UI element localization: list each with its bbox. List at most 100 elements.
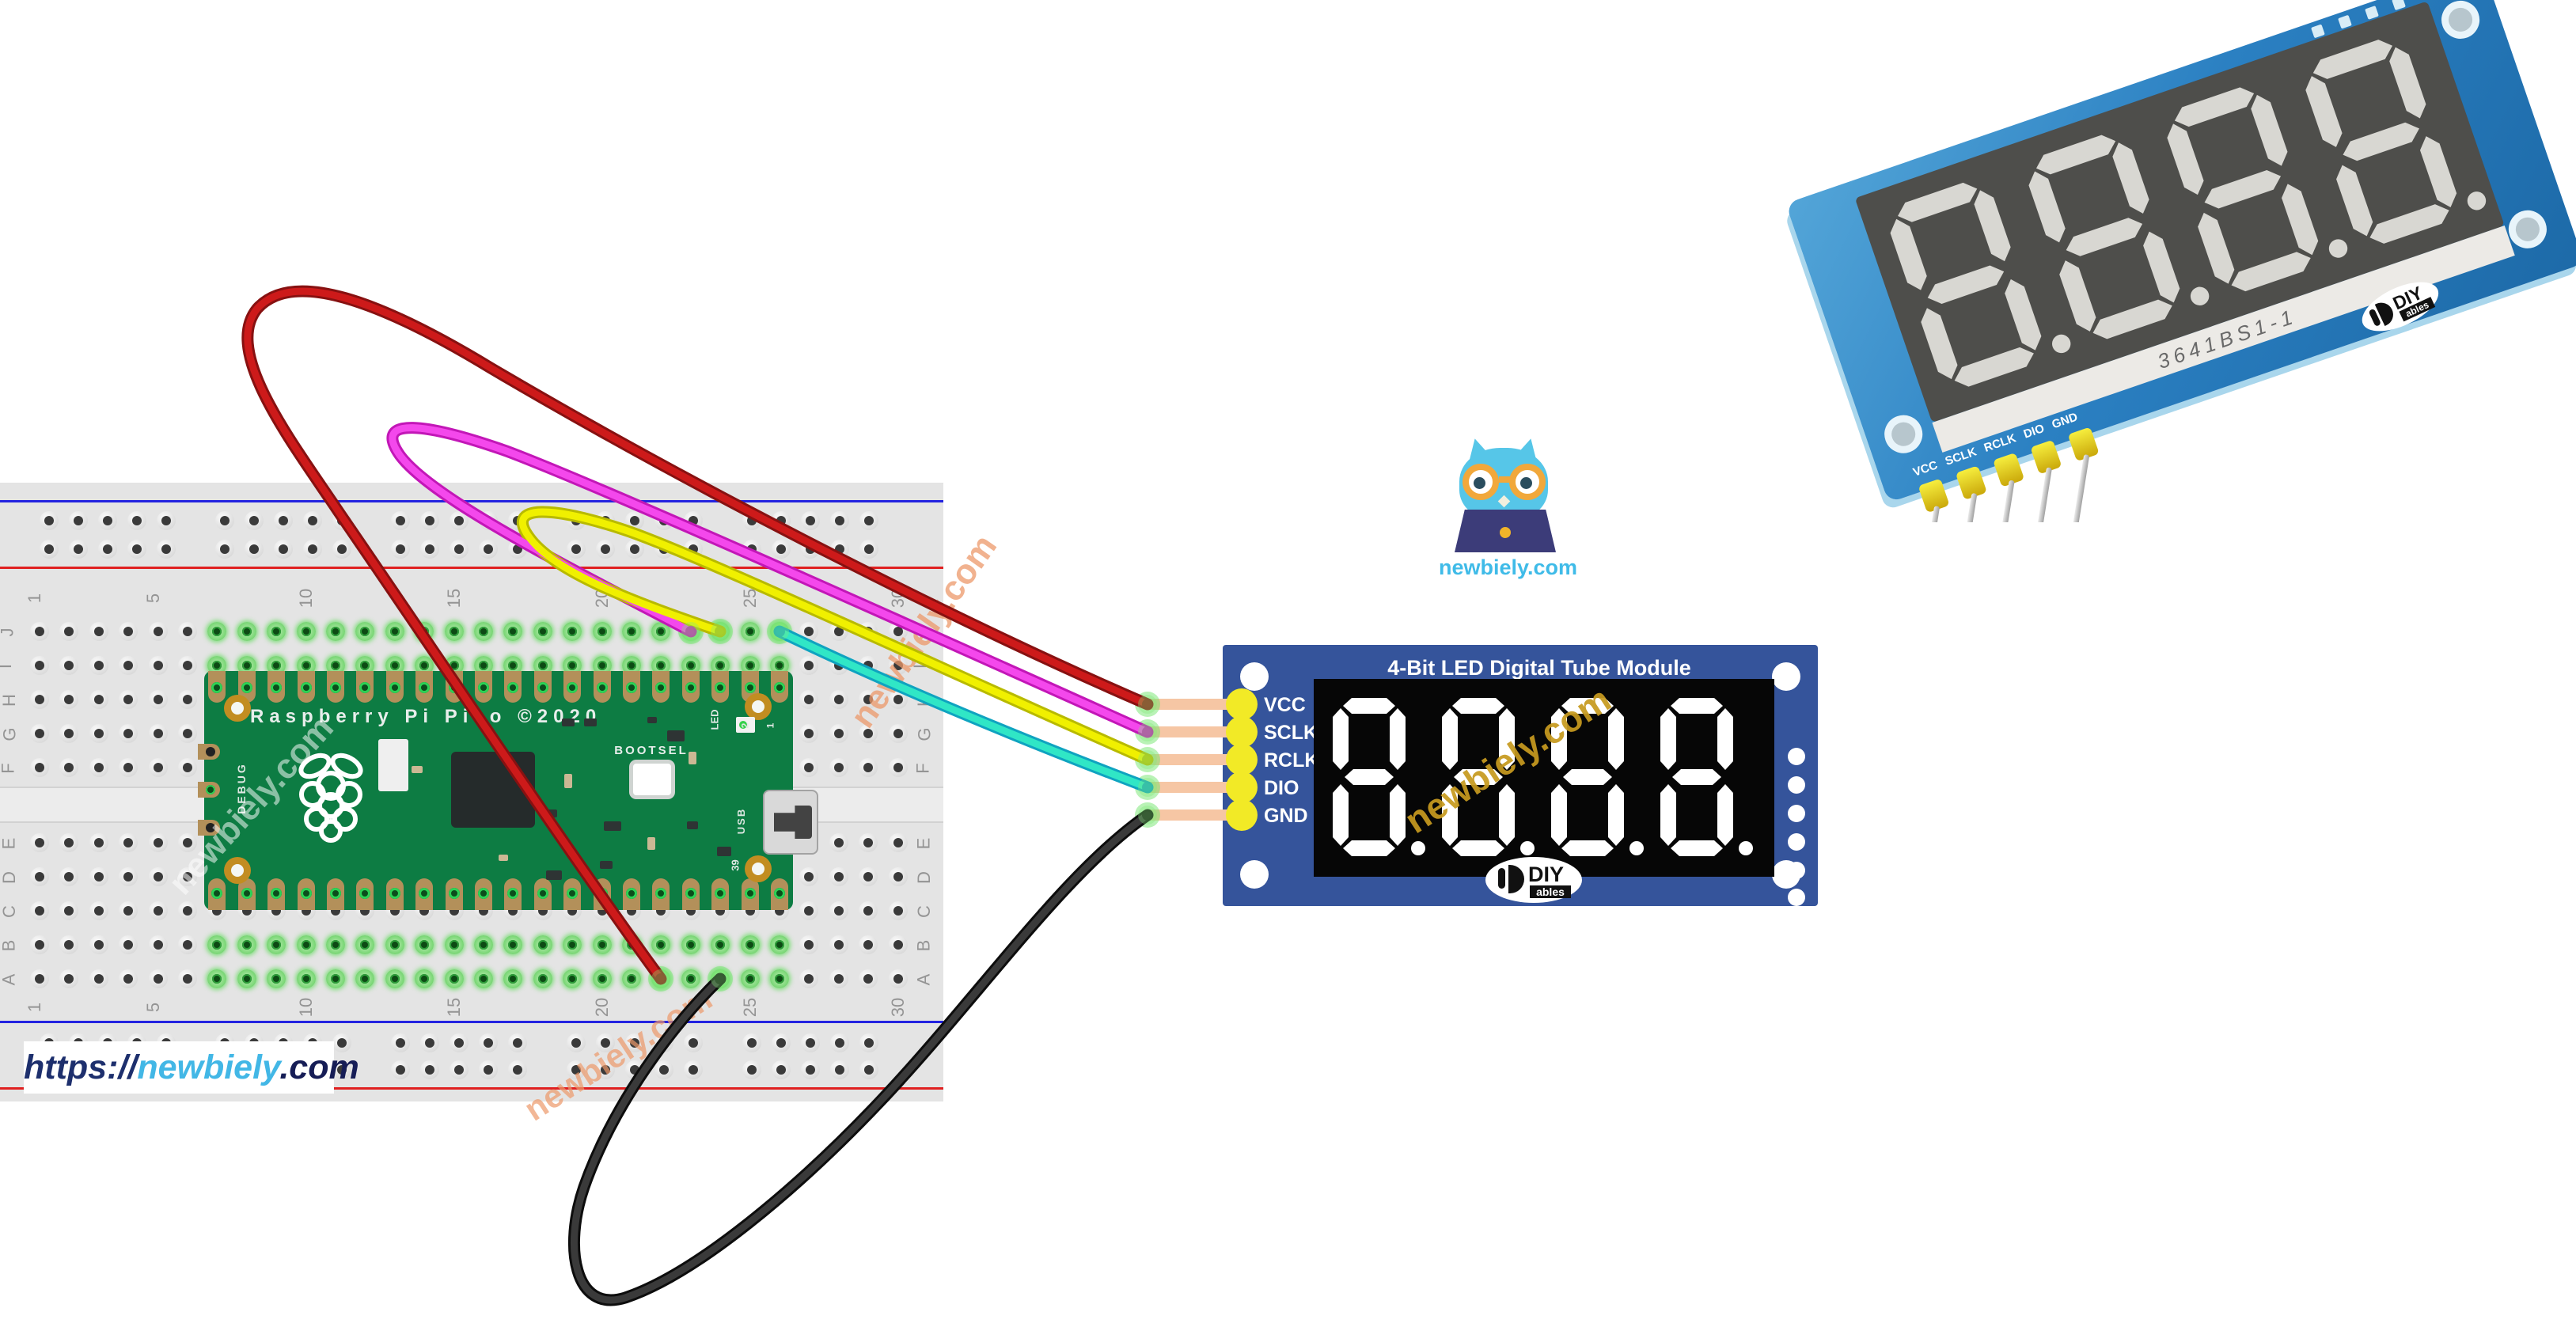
breadboard-hole[interactable]	[69, 540, 88, 559]
breadboard-hole[interactable]	[391, 1033, 410, 1052]
breadboard-hole[interactable]	[157, 540, 176, 559]
breadboard-hole-highlighted[interactable]	[770, 622, 789, 641]
breadboard-hole[interactable]	[303, 511, 322, 530]
breadboard-hole[interactable]	[30, 758, 49, 777]
breadboard-hole[interactable]	[89, 690, 108, 709]
breadboard-hole-highlighted[interactable]	[415, 622, 434, 641]
breadboard-hole-highlighted[interactable]	[503, 622, 523, 641]
breadboard-hole[interactable]	[888, 901, 908, 920]
breadboard-hole-highlighted[interactable]	[355, 622, 375, 641]
breadboard-hole-highlighted[interactable]	[267, 935, 286, 954]
breadboard-hole-highlighted[interactable]	[533, 969, 552, 988]
breadboard-hole-highlighted[interactable]	[622, 969, 641, 988]
breadboard-hole[interactable]	[98, 511, 117, 530]
breadboard-hole-highlighted[interactable]	[296, 935, 316, 954]
breadboard-hole[interactable]	[859, 1060, 878, 1079]
breadboard-hole[interactable]	[888, 935, 908, 954]
breadboard-hole[interactable]	[859, 867, 878, 886]
breadboard-hole[interactable]	[274, 511, 293, 530]
breadboard-hole[interactable]	[89, 724, 108, 743]
breadboard-hole[interactable]	[89, 935, 108, 954]
breadboard-hole[interactable]	[178, 622, 197, 641]
breadboard-hole[interactable]	[391, 511, 410, 530]
breadboard-hole[interactable]	[508, 1060, 527, 1079]
breadboard-hole[interactable]	[684, 511, 703, 530]
breadboard-hole-highlighted[interactable]	[474, 969, 493, 988]
breadboard-hole-highlighted[interactable]	[444, 969, 464, 988]
breadboard-hole[interactable]	[830, 1033, 849, 1052]
breadboard-hole-highlighted[interactable]	[326, 622, 345, 641]
breadboard-hole[interactable]	[127, 540, 146, 559]
breadboard-hole[interactable]	[801, 1033, 820, 1052]
breadboard-hole[interactable]	[567, 540, 586, 559]
breadboard-hole-highlighted[interactable]	[267, 969, 286, 988]
breadboard-hole[interactable]	[148, 901, 168, 920]
breadboard-hole-highlighted[interactable]	[355, 935, 375, 954]
breadboard-hole-highlighted[interactable]	[385, 935, 404, 954]
breadboard-hole[interactable]	[30, 724, 49, 743]
breadboard-hole-highlighted[interactable]	[296, 622, 316, 641]
breadboard-hole[interactable]	[654, 1060, 673, 1079]
breadboard-hole[interactable]	[420, 511, 439, 530]
breadboard-hole-highlighted[interactable]	[622, 935, 641, 954]
breadboard-hole-highlighted[interactable]	[592, 969, 612, 988]
breadboard-hole[interactable]	[859, 622, 878, 641]
breadboard-hole[interactable]	[859, 935, 878, 954]
usb-connector[interactable]	[763, 790, 818, 855]
breadboard-hole[interactable]	[245, 511, 264, 530]
breadboard-hole-highlighted[interactable]	[592, 622, 612, 641]
breadboard-hole[interactable]	[801, 511, 820, 530]
breadboard-hole-highlighted[interactable]	[503, 969, 523, 988]
breadboard-hole[interactable]	[596, 511, 615, 530]
bootsel-button[interactable]	[629, 760, 675, 799]
breadboard-hole[interactable]	[30, 901, 49, 920]
breadboard-hole-highlighted[interactable]	[207, 935, 227, 954]
breadboard-hole[interactable]	[829, 724, 848, 743]
breadboard-hole[interactable]	[567, 1033, 586, 1052]
breadboard-hole[interactable]	[799, 622, 819, 641]
breadboard-hole[interactable]	[59, 690, 79, 709]
breadboard-hole[interactable]	[148, 724, 168, 743]
breadboard-hole[interactable]	[772, 511, 791, 530]
breadboard-hole[interactable]	[859, 1033, 878, 1052]
breadboard-hole[interactable]	[450, 1033, 469, 1052]
breadboard-hole[interactable]	[89, 622, 108, 641]
breadboard-hole-highlighted[interactable]	[622, 622, 641, 641]
breadboard-hole[interactable]	[479, 1060, 498, 1079]
breadboard-hole[interactable]	[859, 540, 878, 559]
breadboard-hole[interactable]	[888, 724, 908, 743]
breadboard-hole[interactable]	[450, 511, 469, 530]
breadboard-hole[interactable]	[391, 1060, 410, 1079]
breadboard-hole[interactable]	[772, 1033, 791, 1052]
breadboard-hole[interactable]	[89, 901, 108, 920]
breadboard-hole[interactable]	[684, 1033, 703, 1052]
breadboard-hole[interactable]	[148, 656, 168, 675]
breadboard-hole[interactable]	[59, 867, 79, 886]
breadboard-hole[interactable]	[127, 511, 146, 530]
breadboard-hole[interactable]	[303, 540, 322, 559]
breadboard-hole-highlighted[interactable]	[770, 969, 789, 988]
breadboard-hole[interactable]	[654, 540, 673, 559]
breadboard-hole[interactable]	[654, 511, 673, 530]
breadboard-hole[interactable]	[178, 935, 197, 954]
breadboard-hole[interactable]	[684, 1060, 703, 1079]
breadboard-hole[interactable]	[178, 724, 197, 743]
breadboard-hole-highlighted[interactable]	[385, 622, 404, 641]
breadboard-hole[interactable]	[742, 540, 761, 559]
breadboard-hole[interactable]	[772, 1060, 791, 1079]
breadboard-hole[interactable]	[332, 1033, 351, 1052]
breadboard-hole[interactable]	[89, 656, 108, 675]
breadboard-hole-highlighted[interactable]	[711, 622, 730, 641]
breadboard-hole-highlighted[interactable]	[503, 935, 523, 954]
breadboard-hole[interactable]	[625, 540, 644, 559]
breadboard-hole-highlighted[interactable]	[533, 935, 552, 954]
breadboard-hole-highlighted[interactable]	[711, 969, 730, 988]
breadboard-hole-highlighted[interactable]	[770, 935, 789, 954]
breadboard-hole[interactable]	[391, 540, 410, 559]
breadboard-hole-highlighted[interactable]	[651, 935, 671, 954]
breadboard-hole[interactable]	[829, 901, 848, 920]
breadboard-hole[interactable]	[888, 969, 908, 988]
breadboard-hole[interactable]	[742, 1060, 761, 1079]
breadboard-hole[interactable]	[859, 511, 878, 530]
breadboard-hole-highlighted[interactable]	[563, 935, 582, 954]
